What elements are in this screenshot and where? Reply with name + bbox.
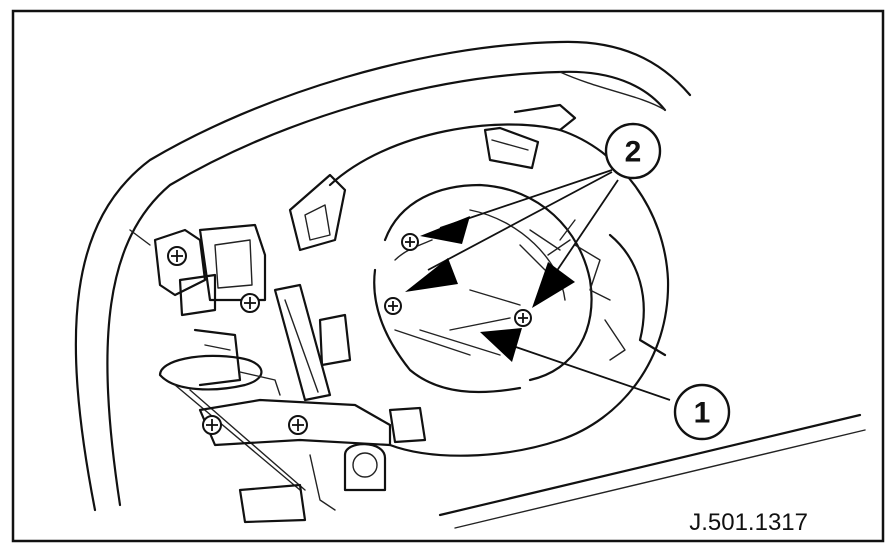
adjuster-motor-housing — [373, 183, 611, 394]
callout-2-label: 2 — [625, 136, 642, 169]
glass-backing-plate — [328, 103, 670, 457]
screws — [167, 233, 532, 435]
arrowhead-icon — [480, 328, 522, 362]
callout-2-leaders — [405, 169, 619, 308]
top-retaining-tab — [483, 126, 540, 170]
left-mechanism — [129, 173, 427, 524]
callout-1: 1 — [673, 383, 731, 441]
mirror-housing — [74, 40, 866, 529]
screw-icon — [202, 415, 222, 435]
callout-1-leader — [480, 328, 671, 401]
screw-icon — [514, 309, 532, 327]
arrowhead-icon — [420, 216, 470, 244]
arrowhead-icon — [532, 262, 575, 308]
screw-icon — [240, 293, 260, 313]
diagram-border — [11, 9, 885, 543]
reference-code: J.501.1317 — [689, 509, 808, 536]
screw-icon — [384, 297, 402, 315]
screw-icon — [288, 415, 308, 435]
arrowhead-icon — [405, 258, 458, 292]
callout-1-label: 1 — [694, 397, 711, 430]
screw-icon — [401, 233, 419, 251]
screw-icon — [167, 246, 187, 266]
callout-2: 2 — [604, 122, 662, 180]
